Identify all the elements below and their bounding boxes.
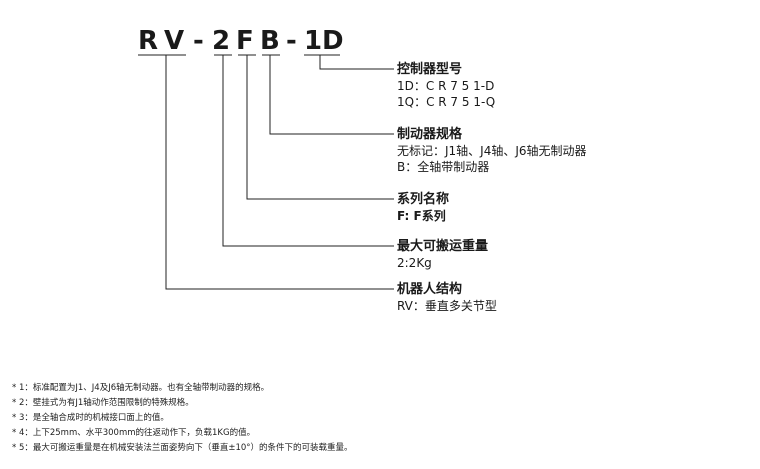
footnote-4: * 4：上下25mm、水平300mm的往返动作下，负载1KG的值。: [12, 428, 256, 438]
brake-title: 制动器规格: [397, 127, 463, 142]
block-controller: 控制器型号 1D：C R 7 5 1-D 1Q：C R 7 5 1-Q: [397, 62, 495, 110]
controller-line-1: 1D：C R 7 5 1-D: [397, 79, 495, 93]
robot-title: 机器人结构: [397, 282, 463, 297]
controller-line-2: 1Q：C R 7 5 1-Q: [397, 95, 496, 109]
series-title: 系列名称: [397, 192, 450, 207]
model-char-v: V: [164, 26, 185, 56]
model-char-d: D: [322, 26, 344, 56]
model-char-f: F: [236, 26, 254, 56]
leader-brake: [269, 55, 394, 135]
model-char-r: R: [138, 26, 159, 56]
block-series: 系列名称 F: F系列: [397, 192, 449, 224]
footnote-1: * 1：标准配置为J1、J4及J6轴无制动器。也有全轴带制动器的规格。: [12, 383, 270, 393]
block-payload: 最大可搬运重量 2:2Kg: [397, 239, 488, 271]
footnote-2: * 2：壁挂式为有J1轴动作范围限制的特殊规格。: [12, 398, 194, 408]
robot-line-1: RV：垂直多关节型: [397, 299, 497, 313]
model-dash-2: -: [286, 26, 297, 56]
payload-line-1: 2:2Kg: [397, 256, 432, 270]
model-char-b: B: [260, 26, 280, 56]
brake-line-2: B：全轴带制动器: [397, 160, 490, 174]
model-char-2: 2: [212, 26, 231, 56]
leader-controller: [319, 55, 394, 70]
leader-robot: [165, 55, 394, 290]
series-line-1: F: F系列: [397, 209, 446, 223]
brake-line-1: 无标记：J1轴、J4轴、J6轴无制动器: [397, 144, 587, 158]
footnote-3: * 3：是全轴合成时的机械接口面上的值。: [12, 413, 169, 423]
block-brake: 制动器规格 无标记：J1轴、J4轴、J6轴无制动器 B：全轴带制动器: [397, 127, 587, 175]
controller-title: 控制器型号: [397, 62, 463, 77]
leader-payload: [222, 55, 394, 247]
footnotes: * 1：标准配置为J1、J4及J6轴无制动器。也有全轴带制动器的规格。 * 2：…: [12, 381, 353, 456]
payload-title: 最大可搬运重量: [397, 239, 489, 254]
model-dash-1: -: [193, 26, 204, 56]
footnote-5: * 5：最大可搬运重量是在机械安装法兰面姿势向下（垂直±10°）的条件下的可装载…: [12, 443, 353, 453]
model-char-1: 1: [304, 26, 323, 56]
leader-series: [246, 55, 394, 200]
block-robot: 机器人结构 RV：垂直多关节型: [397, 282, 497, 314]
